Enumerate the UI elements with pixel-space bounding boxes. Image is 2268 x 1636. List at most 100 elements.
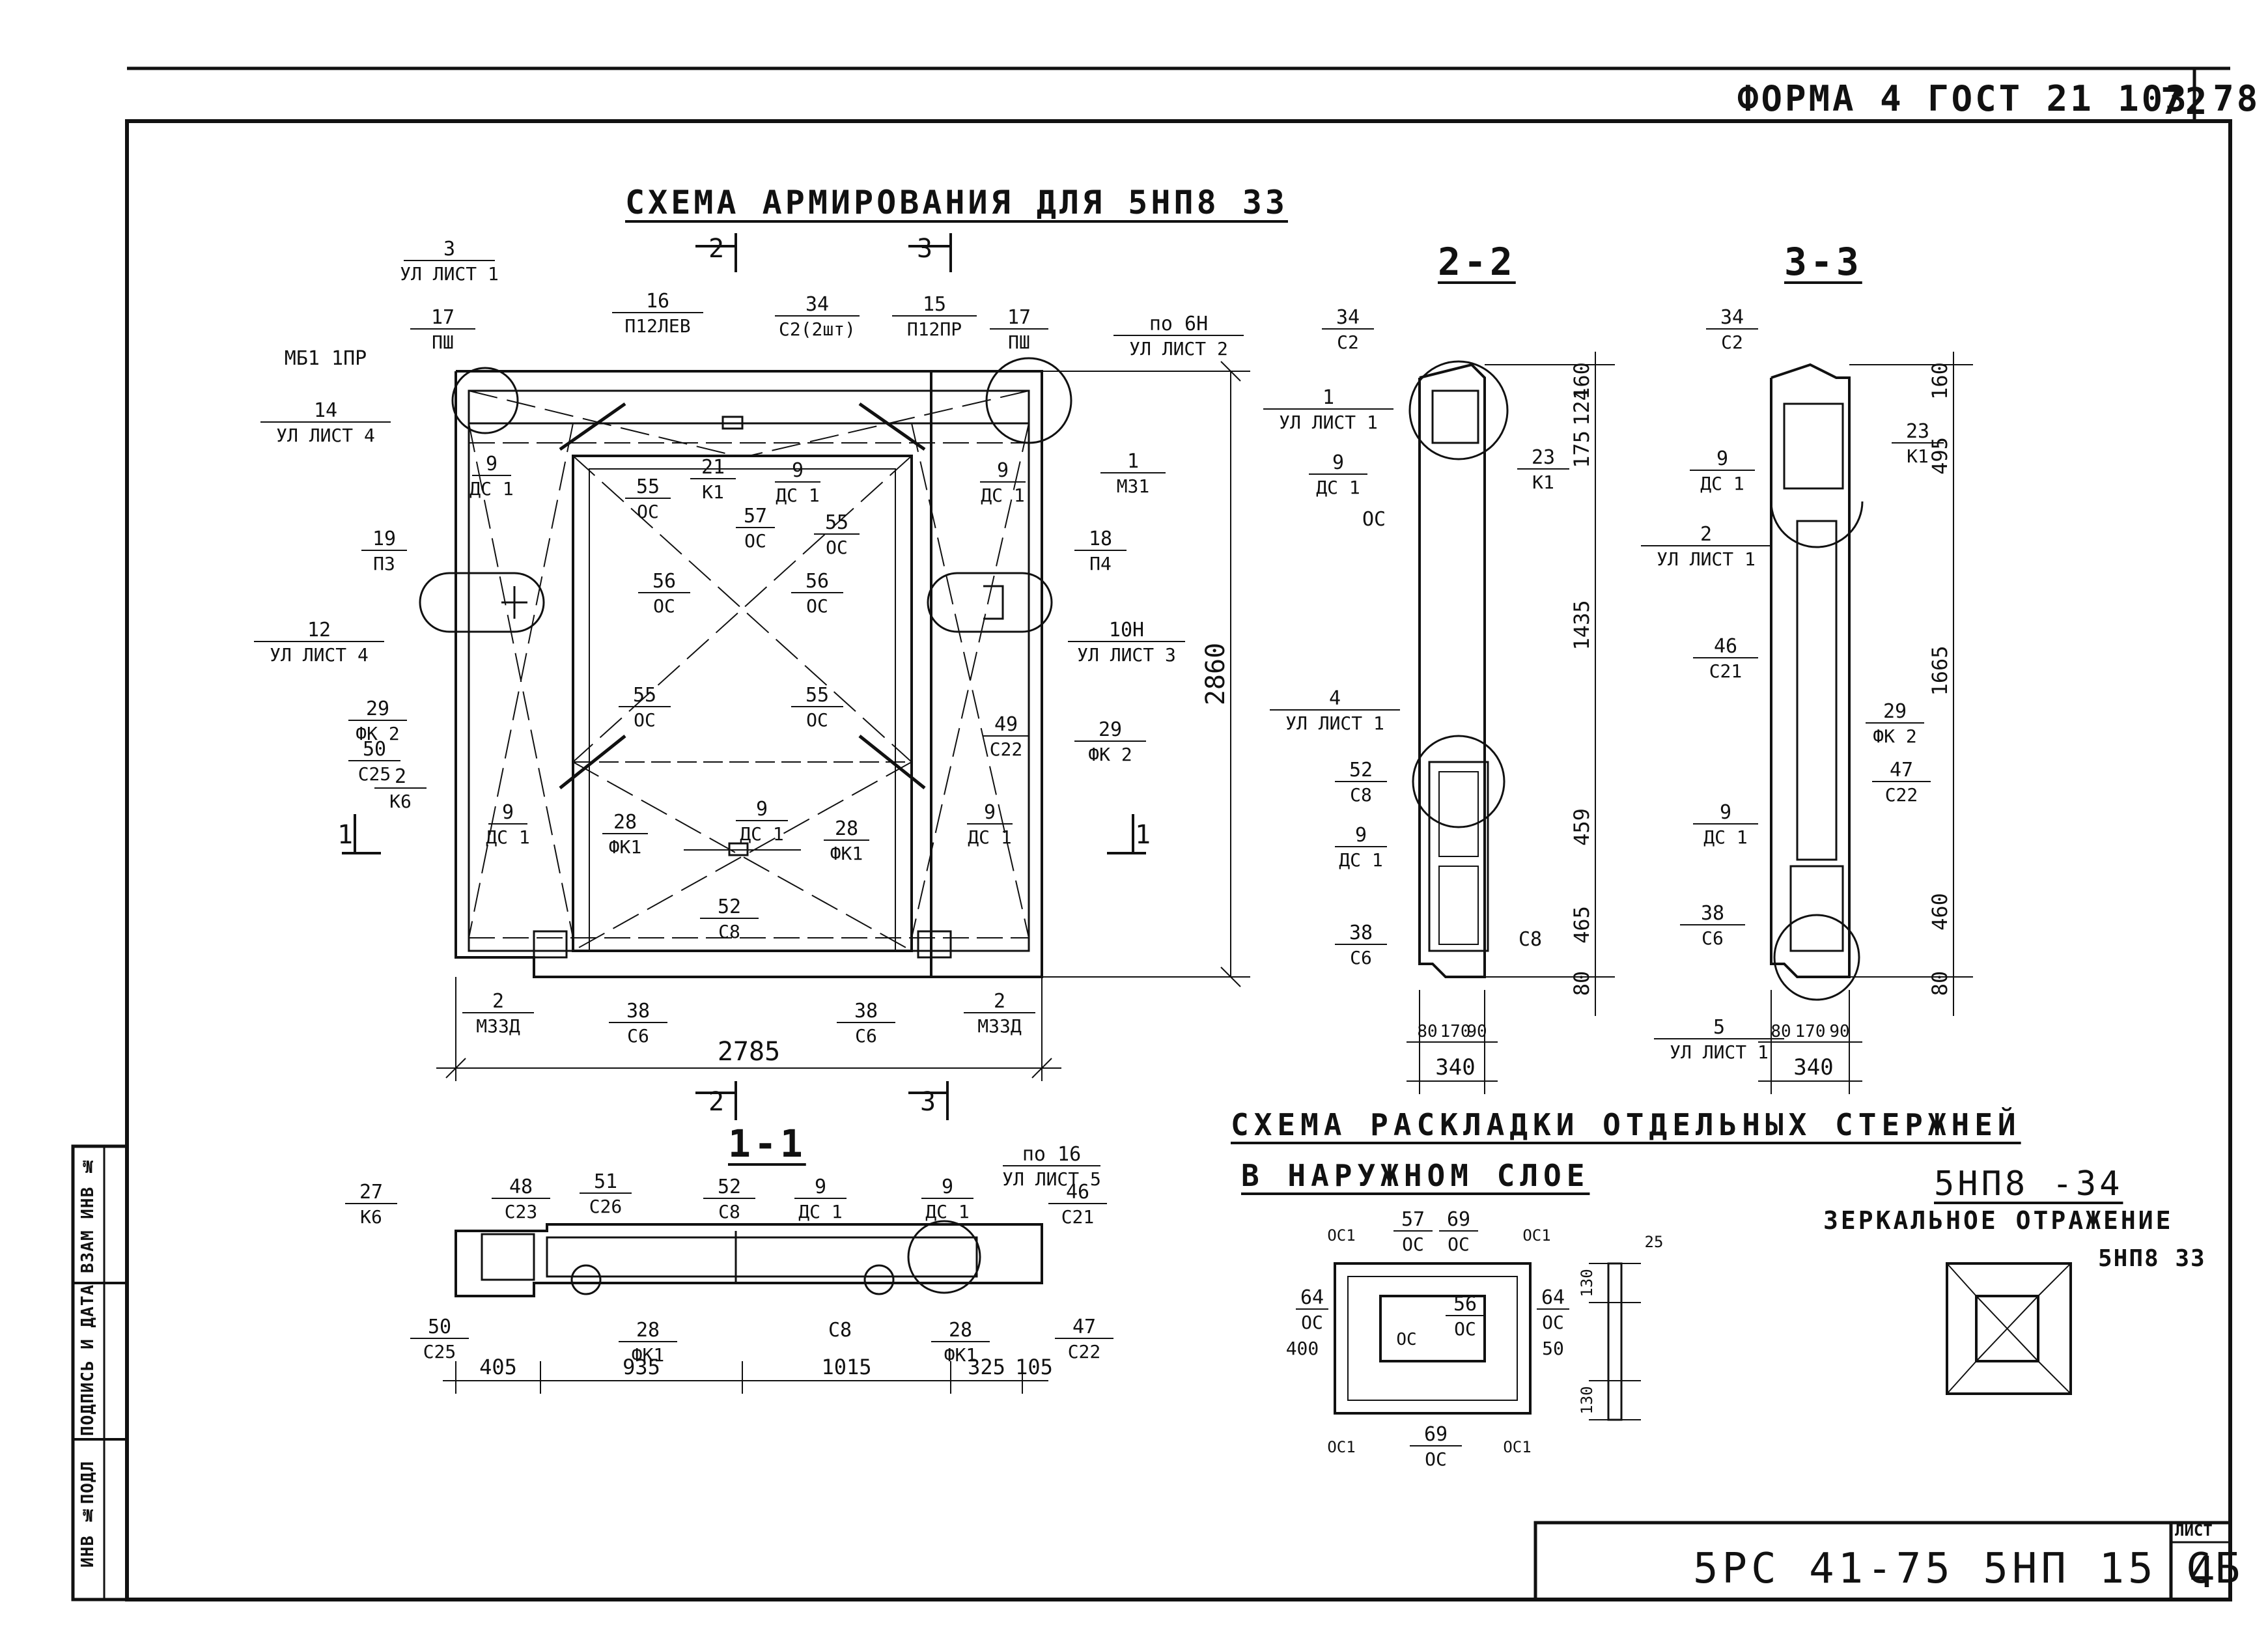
layout-dim-130: 130 [1578,1386,1596,1414]
callout-mark: 28 [636,1319,660,1342]
callout-type: УЛ ЛИСТ 1 [1279,412,1378,433]
callout-type: ОС [806,709,828,731]
callout-mark: 2 [994,990,1005,1013]
layout-label-left: 400 [1286,1338,1319,1359]
section-3-3-dim-vertical: 495 [1927,437,1952,475]
callout-mark: 23 [1532,446,1555,469]
callout-type: ОС [1454,1318,1476,1340]
section-2-2-dim-bottom: 80 [1417,1022,1437,1041]
callout-mark: 28 [949,1319,972,1342]
callout-type: ОС [653,595,675,617]
callout-mark: 9 [502,801,514,824]
callout-mark: 69 [1424,1423,1448,1446]
section-3-3-dim-bottom: 80 [1771,1022,1791,1041]
callout-mark: 9 [1720,801,1731,824]
callout-mark: С8 [1519,928,1542,951]
section-1-1-dim: 325 [968,1355,1005,1379]
callout-mark: 57 [1401,1208,1425,1231]
callout-type: К1 [1907,445,1929,467]
sheet-label: ЛИСТ [2175,1521,2213,1540]
callout-type: ФК 2 [1088,744,1132,765]
section-2-2-dim-vertical: 465 [1569,906,1594,944]
callout-mark: по 6Н [1149,313,1208,335]
section-1-1-dim: 935 [623,1355,660,1379]
layout-label-oc1: ОС1 [1327,1438,1355,1456]
callout-mark: 1 [1127,450,1139,473]
layout-dim-25: 25 [1645,1233,1664,1251]
section-3-3-title: 3-3 [1784,240,1862,284]
section-3-3-dim-vertical: 160 [1927,362,1952,400]
callout-type: С26 [589,1196,623,1217]
callout-type: М33Д [476,1015,520,1037]
callout-type: ОС [1448,1234,1470,1255]
section-2-2-dim-bottom: 170 [1440,1022,1471,1041]
callout-type: С23 [505,1201,538,1222]
section-2-2-drawing [1407,352,1615,1094]
callout-type: П12ЛЕВ [624,315,690,337]
callout-type: П12ПР [907,318,962,340]
section-mark-3-top: 3 [917,234,932,264]
callout-mark: 21 [701,456,725,479]
callouts-layer: 3УЛ ЛИСТ 117ПШ16П12ЛЕВ34С2(2шт)15П12ПР17… [254,238,1944,1470]
callout-mark: 47 [1890,759,1913,782]
section-1-1-dim: 1015 [821,1355,871,1379]
callout-type: ФК1 [632,1344,665,1366]
callout-mark: С8 [828,1319,852,1342]
callout-mark: 38 [1701,902,1724,925]
section-2-2-dim-vertical: 459 [1569,808,1594,846]
layout-label-oc1: ОС1 [1503,1438,1531,1456]
callout-type: С6 [1701,927,1724,949]
section-mark-2-top: 2 [708,234,724,264]
callout-mark: 2 [1700,523,1712,546]
callout-type: П3 [373,553,395,574]
callout-mark: 27 [359,1181,383,1204]
callout-mark: 12 [307,619,331,642]
callout-type: УЛ ЛИСТ 1 [1670,1041,1769,1063]
callout-type: С21 [1061,1206,1095,1228]
callout-mark: 4 [1329,687,1341,710]
callout-type: ОС [806,595,828,617]
callout-mark: 9 [792,459,804,482]
callout-type: ДС 1 [968,826,1011,848]
main-reinforcement-view [342,233,1250,1120]
callout-mark: 2 [395,765,406,788]
section-1-1-dim: 105 [1015,1355,1053,1379]
section-2-2-title: 2-2 [1438,240,1516,284]
layout-scheme-drawing [1334,1262,1641,1421]
callout-mark: 5 [1713,1016,1725,1039]
callout-type: С6 [855,1025,877,1047]
section-3-3-dim-total: 340 [1793,1054,1833,1080]
callout-mark: МБ1 1ПР [285,347,367,370]
callout-mark: ОС [1362,508,1386,531]
callout-type: П4 [1089,553,1112,574]
callout-mark: 50 [363,738,386,761]
layout-scheme-title-1: СХЕМА РАСКЛАДКИ ОТДЕЛЬНЫХ СТЕРЖНЕЙ [1231,1107,2021,1142]
callout-mark: 48 [509,1176,533,1198]
callout-mark: 47 [1072,1316,1096,1338]
section-3-3-drawing [1758,352,1973,1094]
section-2-2-dim-total: 340 [1435,1054,1475,1080]
page-number: 72 [2161,81,2210,123]
section-mark-1-left: 1 [337,820,353,850]
callout-type: С6 [1350,947,1372,968]
callout-type: С6 [627,1025,649,1047]
callout-type: С8 [718,1201,740,1222]
section-2-2-dim-vertical: 1435 [1569,600,1594,650]
layout-label-oc: ОС [1396,1330,1416,1349]
callout-type: ДС 1 [486,826,529,848]
callout-mark: 29 [1883,700,1907,723]
form-header: ФОРМА 4 ГОСТ 21 103 78 [1737,78,2261,119]
mirror-ref: 5НП8 33 [2098,1245,2206,1272]
callout-type: С2(2шт) [779,318,856,340]
section-mark-3-bottom: 3 [920,1087,936,1117]
callout-type: ОС [1425,1448,1447,1470]
callout-type: С22 [1068,1341,1101,1362]
section-2-2-dim-vertical: 160 [1569,362,1594,400]
callout-mark: 52 [718,896,741,918]
callout-type: ПШ [432,331,454,353]
callout-mark: 51 [594,1170,617,1193]
callout-type: М31 [1117,475,1150,497]
callout-type: ОС [634,709,656,731]
